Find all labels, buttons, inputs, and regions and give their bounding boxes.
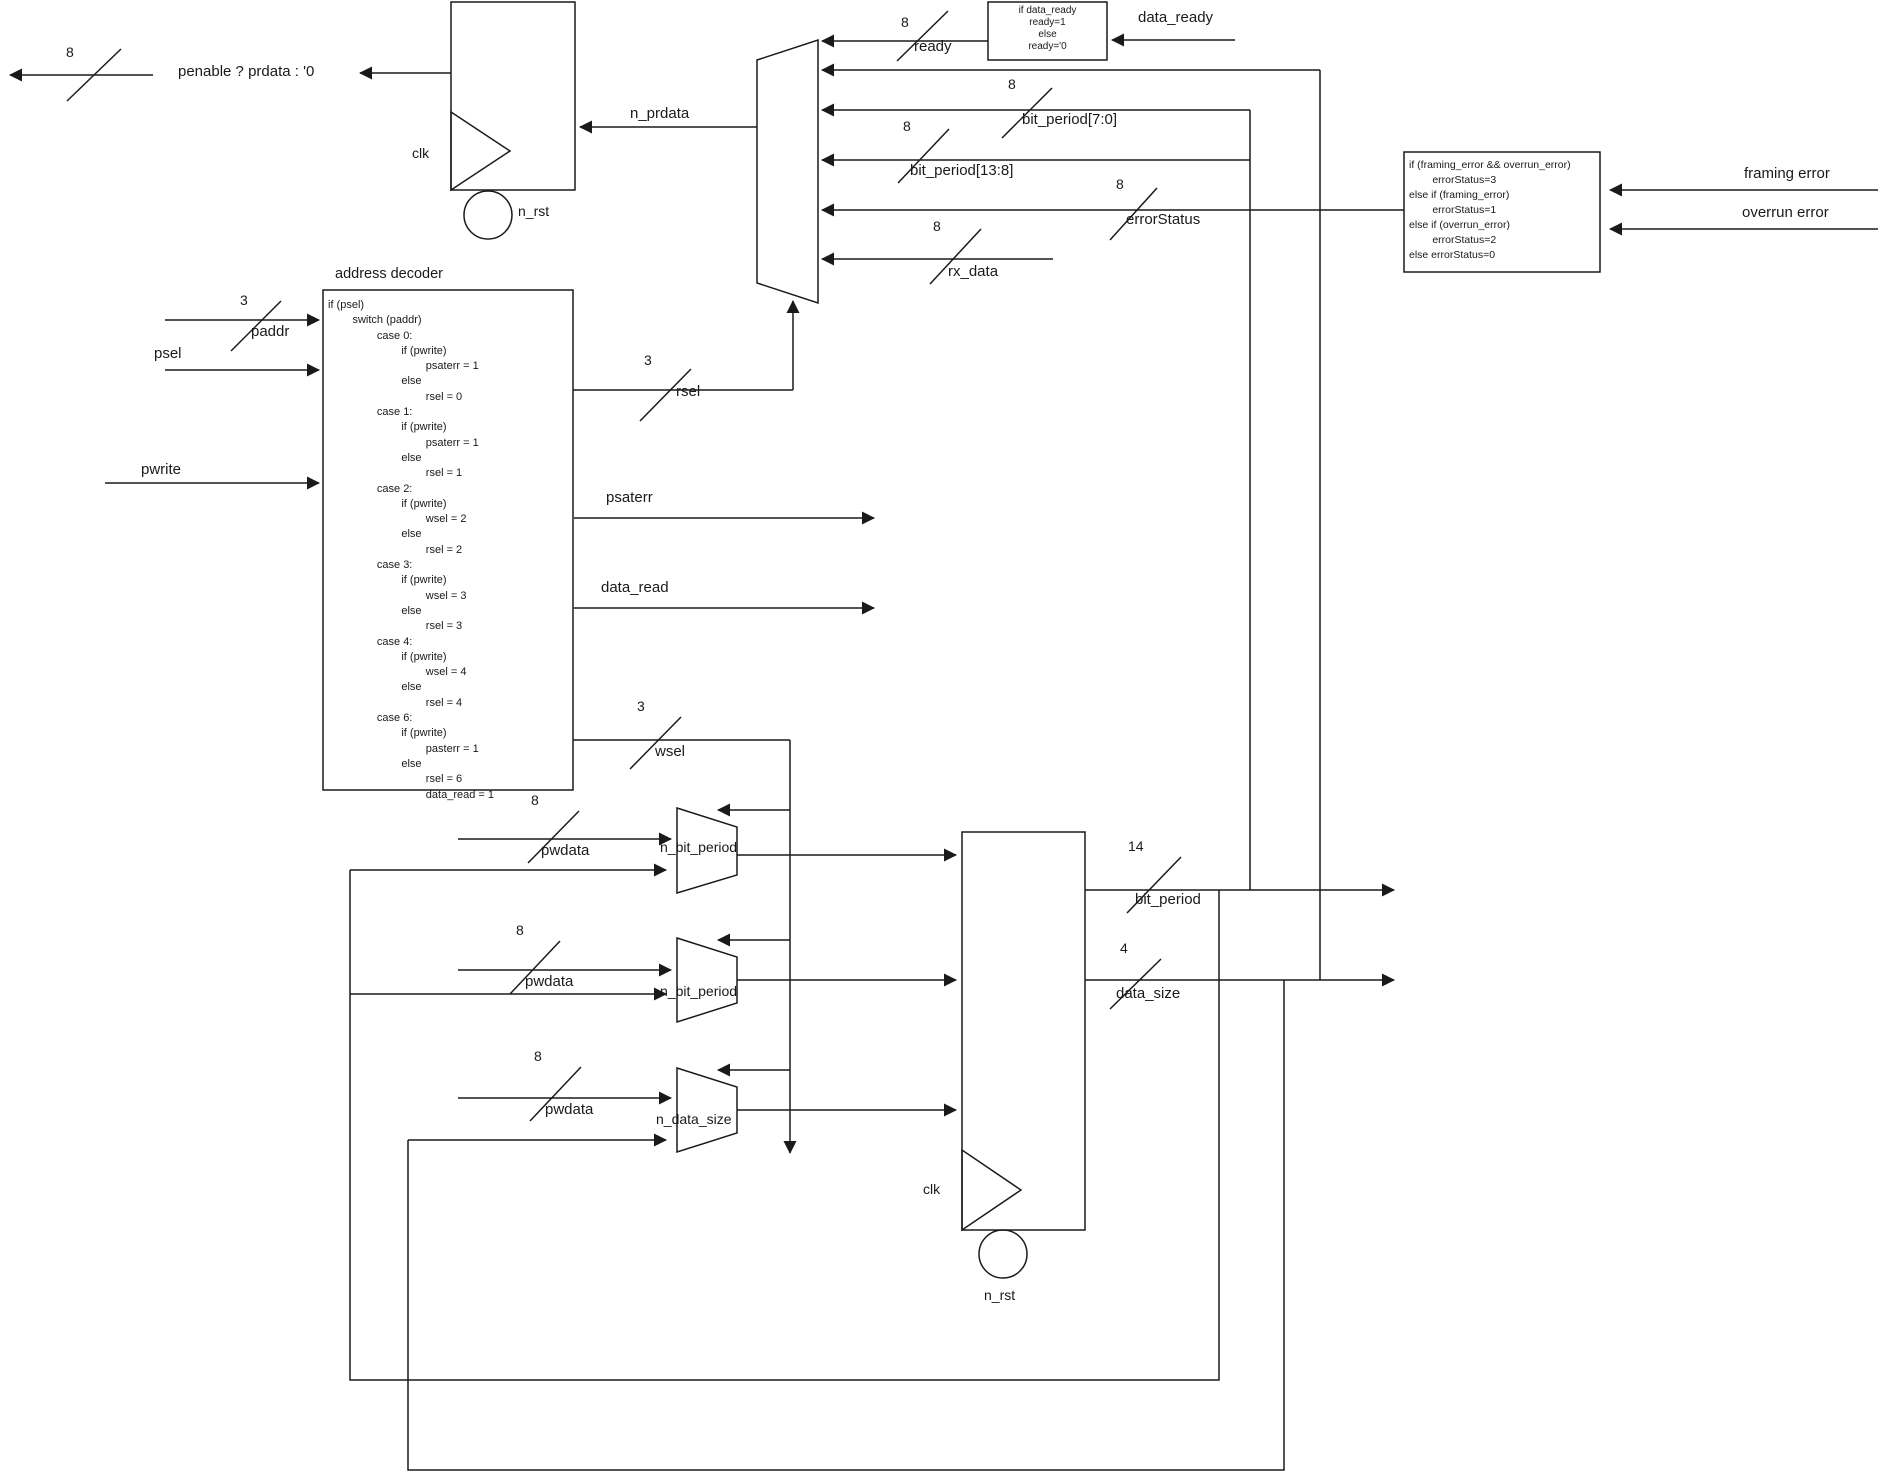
ready-logic-box (987, 1, 1108, 61)
error-status-width: 8 (1116, 176, 1124, 192)
overrun-error-label: overrun error (1742, 204, 1829, 221)
pwdata-wire-1 (458, 810, 672, 864)
data-read-label: data_read (601, 579, 669, 596)
address-decoder-box (322, 289, 574, 791)
data-size-label: data_size (1116, 985, 1181, 1002)
wsel-label: wsel (655, 743, 686, 760)
config-register (961, 831, 1086, 1279)
pwdata-width-2: 8 (516, 922, 524, 938)
clk-edge-icon (450, 110, 512, 192)
error-status-code: if (framing_error && overrun_error) erro… (1409, 159, 1571, 261)
rx-data-label: rx_data (948, 263, 999, 280)
n-rst-label-top: n_rst (518, 203, 550, 219)
wsel-width: 3 (637, 698, 645, 714)
paddr-width: 3 (240, 292, 248, 308)
bit-period-out-wire (1085, 856, 1395, 914)
bus-slash (1109, 958, 1162, 1010)
n-bit-period-mux-1 (676, 806, 738, 895)
address-decoder-code: if (psel) switch (paddr) case 0: if (pwr… (328, 299, 494, 801)
prdata-output-wire (9, 48, 451, 102)
data-size-width: 4 (1120, 940, 1128, 956)
n-rst-bubble-icon (463, 190, 513, 240)
bus-slash (527, 810, 580, 864)
clk-label-top: clk (412, 145, 430, 161)
bus-slash (896, 10, 949, 62)
paddr-label: paddr (251, 323, 290, 340)
ready-width: 8 (901, 14, 909, 30)
bit-period-width: 14 (1128, 838, 1144, 854)
ready-logic-code: if data_ready ready=1 else ready='0 (1018, 5, 1077, 52)
bit-period-13-8-width: 8 (903, 118, 911, 134)
data-size-feedback-loop (407, 980, 1285, 1471)
n-rst-bubble-icon (978, 1229, 1028, 1279)
n-bit-period-mux-label-2: n_bit_period (660, 983, 738, 999)
rsel-width: 3 (644, 352, 652, 368)
n-rst-label-bottom: n_rst (984, 1287, 1016, 1303)
bus-slash (897, 128, 950, 184)
rsel-label: rsel (676, 383, 701, 400)
psaterr-label: psaterr (606, 489, 653, 506)
pwdata-width-1: 8 (531, 792, 539, 808)
pwdata-width-3: 8 (534, 1048, 542, 1064)
error-status-box (1403, 151, 1601, 273)
data-size-out-wire (1085, 958, 1395, 1010)
bus-slash (1001, 87, 1053, 139)
bit-period-13-8-label: bit_period[13:8] (910, 162, 1014, 179)
data-size-readback-wire (821, 63, 1321, 980)
ready-label: ready (914, 38, 952, 55)
error-status-label: errorStatus (1126, 211, 1201, 228)
bus-slash (1109, 187, 1158, 241)
error-status-wire (821, 187, 1404, 241)
bit-period-7-0-width: 8 (1008, 76, 1016, 92)
pwdata-label-3: pwdata (545, 1101, 594, 1118)
pwdata-wire-2 (458, 940, 672, 995)
bit-period-7-0-wire (821, 87, 1250, 139)
bit-period-label: bit_period (1135, 891, 1201, 908)
pwdata-label-2: pwdata (525, 973, 574, 990)
bus-slash (230, 300, 282, 352)
rsel-wire (573, 300, 800, 422)
n-prdata-label: n_prdata (630, 105, 690, 122)
pwrite-label: pwrite (141, 461, 182, 478)
address-decoder-title: address decoder (335, 266, 444, 282)
bus-slash (529, 1066, 582, 1122)
bus-slash (509, 940, 561, 995)
bit-period-13-8-wire (821, 110, 1251, 890)
n-bit-period-mux-2 (676, 936, 738, 1024)
rx-data-wire (821, 228, 1053, 285)
n-data-size-mux (676, 1066, 738, 1154)
bus-slash (1126, 856, 1182, 914)
clk-edge-icon (961, 1148, 1023, 1232)
bus-slash (66, 48, 122, 102)
clk-label-bottom: clk (923, 1181, 941, 1197)
n-bit-period-mux-label-1: n_bit_period (660, 839, 738, 855)
paddr-wire (165, 300, 320, 352)
bus-slash (929, 228, 982, 285)
prdata-out-width: 8 (66, 44, 74, 60)
n-data-size-mux-label: n_data_size (656, 1111, 732, 1127)
bus-slash (639, 368, 692, 422)
bit-period-7-0-label: bit_period[7:0] (1022, 111, 1118, 128)
psel-label: psel (154, 345, 182, 362)
prdata-register (450, 1, 576, 240)
read-mux (756, 38, 819, 305)
rx-data-width: 8 (933, 218, 941, 234)
data-ready-label: data_ready (1138, 9, 1214, 26)
framing-error-label: framing error (1744, 165, 1830, 182)
ready-wire (821, 10, 988, 62)
prdata-out-label: penable ? prdata : '0 (178, 63, 315, 80)
pwdata-wire-3 (458, 1066, 672, 1122)
bit-period-feedback-loop (349, 870, 1220, 1381)
bus-slash (629, 716, 682, 770)
wsel-wire (573, 716, 797, 1154)
pwdata-label-1: pwdata (541, 842, 590, 859)
